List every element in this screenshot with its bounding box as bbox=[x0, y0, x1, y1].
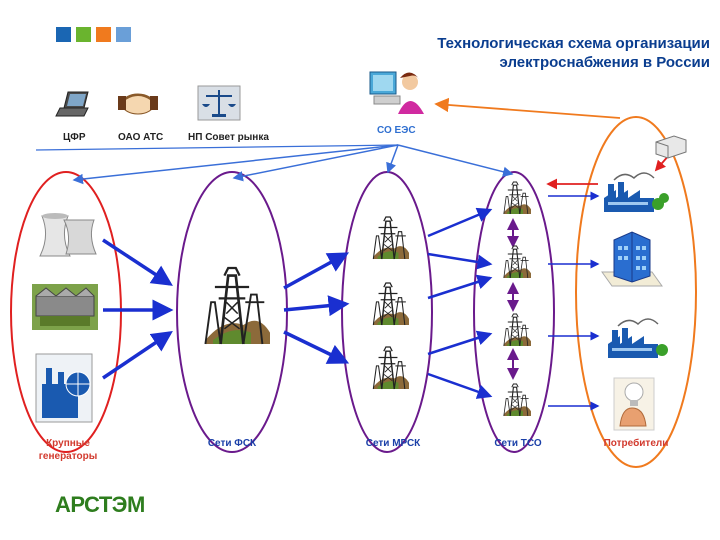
tso-ellipse bbox=[473, 171, 555, 453]
cfr-to-so-line bbox=[35, 144, 399, 151]
ats-label: ОАО АТС bbox=[118, 132, 164, 143]
arstem-logo: АРСТЭМ bbox=[55, 492, 145, 517]
generators-to-fsk-arrows bbox=[102, 238, 174, 380]
factory-globe-icon bbox=[35, 353, 93, 423]
transmission-tower-icon bbox=[372, 216, 410, 260]
mrsk-group-label: Сети МРСК bbox=[365, 438, 421, 449]
transmission-tower-icon bbox=[372, 346, 410, 390]
tso-to-consumers-arrows bbox=[548, 191, 600, 411]
transmission-tower-icon bbox=[503, 245, 532, 279]
laptop-icon bbox=[55, 91, 89, 117]
fsk-group-label: Сети ФСК bbox=[207, 438, 257, 449]
page-title: Технологическая схема организации электр… bbox=[350, 34, 710, 72]
brand-square-green bbox=[76, 27, 91, 42]
transmission-tower-icon bbox=[372, 282, 410, 326]
office-building-icon bbox=[601, 231, 663, 287]
generators-label-line-2: генераторы bbox=[38, 451, 98, 462]
cfr-label: ЦФР bbox=[63, 132, 86, 143]
transmission-tower-icon bbox=[503, 181, 532, 215]
handshake-icon bbox=[118, 93, 158, 115]
factory-icon bbox=[604, 172, 669, 212]
transmission-tower-icon bbox=[204, 266, 272, 346]
transmission-tower-icon bbox=[503, 313, 532, 347]
generators-ellipse bbox=[10, 171, 122, 453]
generators-group-label: Крупные генераторы bbox=[28, 437, 108, 463]
fsk-to-mrsk-arrows bbox=[283, 252, 350, 364]
mrsk-to-tso-arrows bbox=[427, 207, 493, 399]
brand-square-blue bbox=[56, 27, 71, 42]
title-line-2: электроснабжения в России bbox=[499, 54, 710, 71]
meter-icon bbox=[655, 135, 687, 159]
transmission-tower-icon bbox=[503, 383, 532, 417]
np-label: НП Совет рынка bbox=[188, 132, 269, 143]
brand-square-orange bbox=[96, 27, 111, 42]
consumers-group-label: Потребители bbox=[603, 438, 669, 449]
brand-square-lightblue bbox=[116, 27, 131, 42]
cooling-tower-icon bbox=[39, 213, 97, 257]
consumers-to-so-arrow bbox=[434, 97, 621, 119]
factory-icon bbox=[608, 318, 668, 358]
consumers-ellipse bbox=[575, 116, 697, 468]
title-line-1: Технологическая схема организации bbox=[437, 35, 710, 52]
tso-group-label: Сети ТСО bbox=[494, 438, 542, 449]
generators-label-line-1: Крупные bbox=[46, 438, 90, 449]
scales-icon bbox=[197, 85, 241, 121]
fsk-ellipse bbox=[176, 171, 288, 453]
so-control-lines bbox=[72, 144, 514, 185]
dispatcher-operator-icon bbox=[369, 71, 424, 114]
mrsk-ellipse bbox=[341, 171, 433, 453]
light-bulb-hand-icon bbox=[613, 377, 655, 431]
power-plant-icon bbox=[32, 284, 98, 330]
so-ees-label: СО ЕЭС bbox=[377, 125, 416, 136]
